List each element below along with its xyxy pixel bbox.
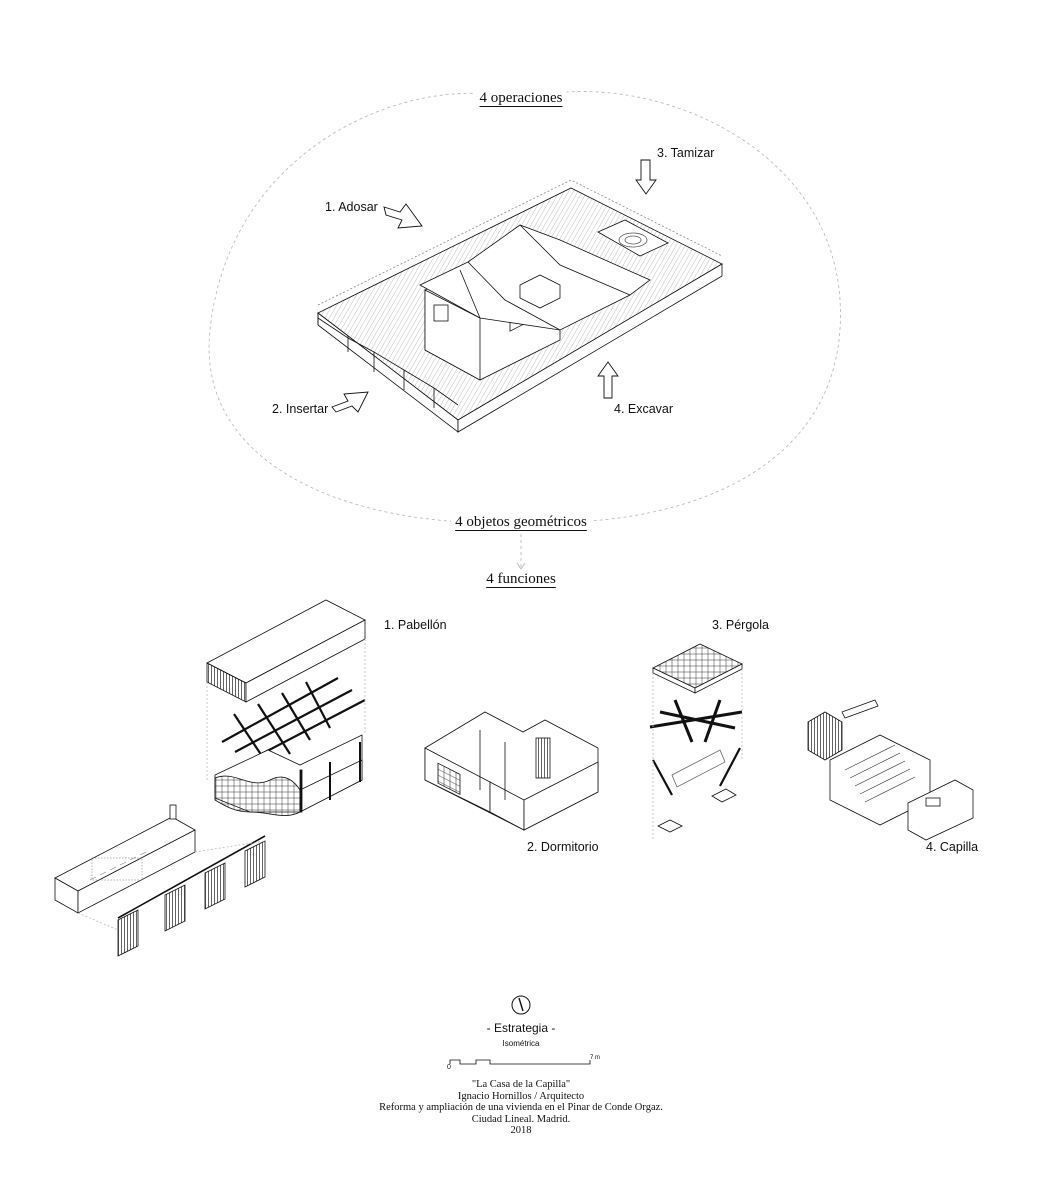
- function-label-dormitorio: 2. Dormitorio: [527, 840, 599, 854]
- dormitorio-isometric: [424, 711, 599, 831]
- function-label-pergola: 3. Pérgola: [712, 618, 769, 632]
- arrow-tamizar-icon: [635, 159, 657, 195]
- heading-objects: 4 objetos geométricos: [451, 514, 591, 531]
- arrow-insertar-icon: [331, 391, 369, 413]
- legend-subtitle: Isométrica: [502, 1039, 540, 1048]
- scale-start: 0: [447, 1064, 451, 1071]
- pabellon-isometric: [54, 599, 366, 957]
- pergola-isometric: [649, 643, 743, 840]
- credit-line: 2018: [510, 1125, 532, 1136]
- house-isometric: [317, 179, 723, 433]
- credit-line: "La Casa de la Capilla": [471, 1079, 571, 1090]
- scale-end: 7 m: [590, 1055, 601, 1061]
- heading-operations: 4 operaciones: [475, 90, 567, 107]
- heading-functions: 4 funciones: [482, 571, 560, 588]
- project-credits: "La Casa de la Capilla" Ignacio Hornillo…: [0, 1079, 1042, 1137]
- credit-line: Ciudad Lineal. Madrid.: [471, 1113, 571, 1125]
- arrow-adosar-icon: [383, 203, 423, 229]
- operation-label-insertar: 2. Insertar: [272, 402, 329, 416]
- capilla-isometric: [807, 699, 974, 841]
- legend-title: - Estrategia -: [486, 1021, 556, 1035]
- operations-boundary: [208, 91, 841, 524]
- operation-label-adosar: 1. Adosar: [325, 200, 378, 214]
- operation-label-tamizar: 3. Tamizar: [657, 146, 715, 160]
- credit-line: Ignacio Hornillos / Arquitecto: [457, 1090, 585, 1102]
- function-label-pabellon: 1. Pabellón: [384, 618, 447, 632]
- credit-line: Reforma y ampliación de una vivienda en …: [379, 1102, 663, 1113]
- operation-label-excavar: 4. Excavar: [614, 402, 674, 416]
- arrow-excavar-icon: [597, 361, 619, 399]
- function-label-capilla: 4. Capilla: [926, 840, 979, 854]
